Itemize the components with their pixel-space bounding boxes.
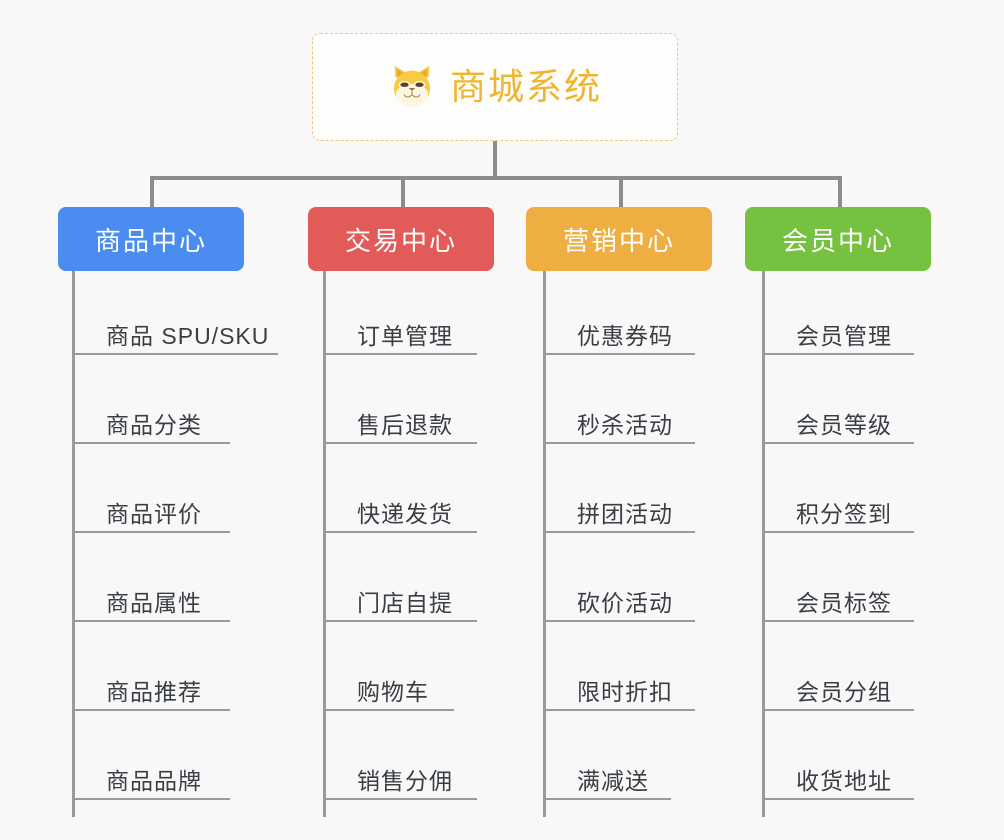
category-label: 交易中心	[344, 225, 457, 256]
list-item[interactable]: 快递发货	[323, 449, 477, 533]
list-item[interactable]: 商品分类	[72, 360, 230, 444]
list-item[interactable]: 商品评价	[72, 449, 230, 533]
list-item-label: 售后退款	[357, 411, 453, 438]
list-item-label: 会员分组	[796, 678, 892, 705]
list-item[interactable]: 商品品牌	[72, 716, 230, 800]
connector-drop-4	[838, 176, 842, 209]
shiba-dog-icon	[393, 66, 430, 108]
list-item[interactable]: 售后退款	[323, 360, 477, 444]
column-trunk-line	[543, 271, 546, 817]
connector-drop-1	[150, 176, 154, 209]
list-item[interactable]: 商品推荐	[72, 627, 230, 711]
list-item[interactable]: 销售分佣	[323, 716, 477, 800]
list-item-label: 会员管理	[796, 322, 892, 349]
list-item-label: 商品品牌	[106, 767, 202, 794]
list-item-label: 秒杀活动	[577, 411, 673, 438]
list-item-label: 销售分佣	[357, 767, 453, 794]
list-item[interactable]: 收货地址	[762, 716, 914, 800]
root-title: 商城系统	[449, 66, 602, 107]
list-item-label: 砍价活动	[577, 589, 673, 616]
connector-drop-3	[619, 176, 623, 209]
column-trunk-line	[323, 271, 326, 817]
list-item-label: 会员标签	[796, 589, 892, 616]
list-item[interactable]: 会员标签	[762, 538, 914, 622]
list-item[interactable]: 会员分组	[762, 627, 914, 711]
list-item-label: 商品推荐	[106, 678, 202, 705]
root-node[interactable]: 商城系统	[312, 33, 678, 141]
list-item[interactable]: 优惠券码	[543, 271, 695, 355]
list-item[interactable]: 砍价活动	[543, 538, 695, 622]
category-box-marketing-center[interactable]: 营销中心	[526, 207, 712, 271]
list-item[interactable]: 限时折扣	[543, 627, 695, 711]
list-item[interactable]: 拼团活动	[543, 449, 695, 533]
list-item-label: 快递发货	[357, 500, 453, 527]
category-label: 会员中心	[781, 225, 894, 256]
list-item[interactable]: 会员等级	[762, 360, 914, 444]
list-item[interactable]: 购物车	[323, 627, 454, 711]
connector-horizontal-bar	[150, 176, 840, 180]
list-item[interactable]: 订单管理	[323, 271, 477, 355]
column-trunk-line	[762, 271, 765, 817]
list-item-label: 商品 SPU/SKU	[106, 322, 270, 349]
list-item-label: 拼团活动	[577, 500, 673, 527]
list-item[interactable]: 积分签到	[762, 449, 914, 533]
list-item-label: 订单管理	[357, 322, 453, 349]
column-trunk-line	[72, 271, 75, 817]
list-item[interactable]: 门店自提	[323, 538, 477, 622]
list-item-label: 优惠券码	[577, 322, 673, 349]
list-item-label: 会员等级	[796, 411, 892, 438]
list-item-label: 商品属性	[106, 589, 202, 616]
category-box-product-center[interactable]: 商品中心	[58, 207, 244, 271]
category-box-member-center[interactable]: 会员中心	[745, 207, 931, 271]
connector-drop-2	[401, 176, 405, 209]
category-label: 营销中心	[562, 225, 675, 256]
category-box-trade-center[interactable]: 交易中心	[308, 207, 494, 271]
list-item-label: 收货地址	[796, 767, 892, 794]
list-item-label: 购物车	[357, 678, 429, 705]
connector-root-stem	[493, 141, 497, 179]
list-item-label: 限时折扣	[577, 678, 673, 705]
list-item-label: 积分签到	[796, 500, 892, 527]
list-item[interactable]: 秒杀活动	[543, 360, 695, 444]
list-item-label: 商品分类	[106, 411, 202, 438]
list-item[interactable]: 会员管理	[762, 271, 914, 355]
list-item[interactable]: 商品 SPU/SKU	[72, 271, 278, 355]
list-item-label: 门店自提	[357, 589, 453, 616]
category-label: 商品中心	[94, 225, 207, 256]
list-item[interactable]: 商品属性	[72, 538, 230, 622]
list-item[interactable]: 满减送	[543, 716, 671, 800]
list-item-label: 商品评价	[106, 500, 202, 527]
list-item-label: 满减送	[577, 767, 649, 794]
